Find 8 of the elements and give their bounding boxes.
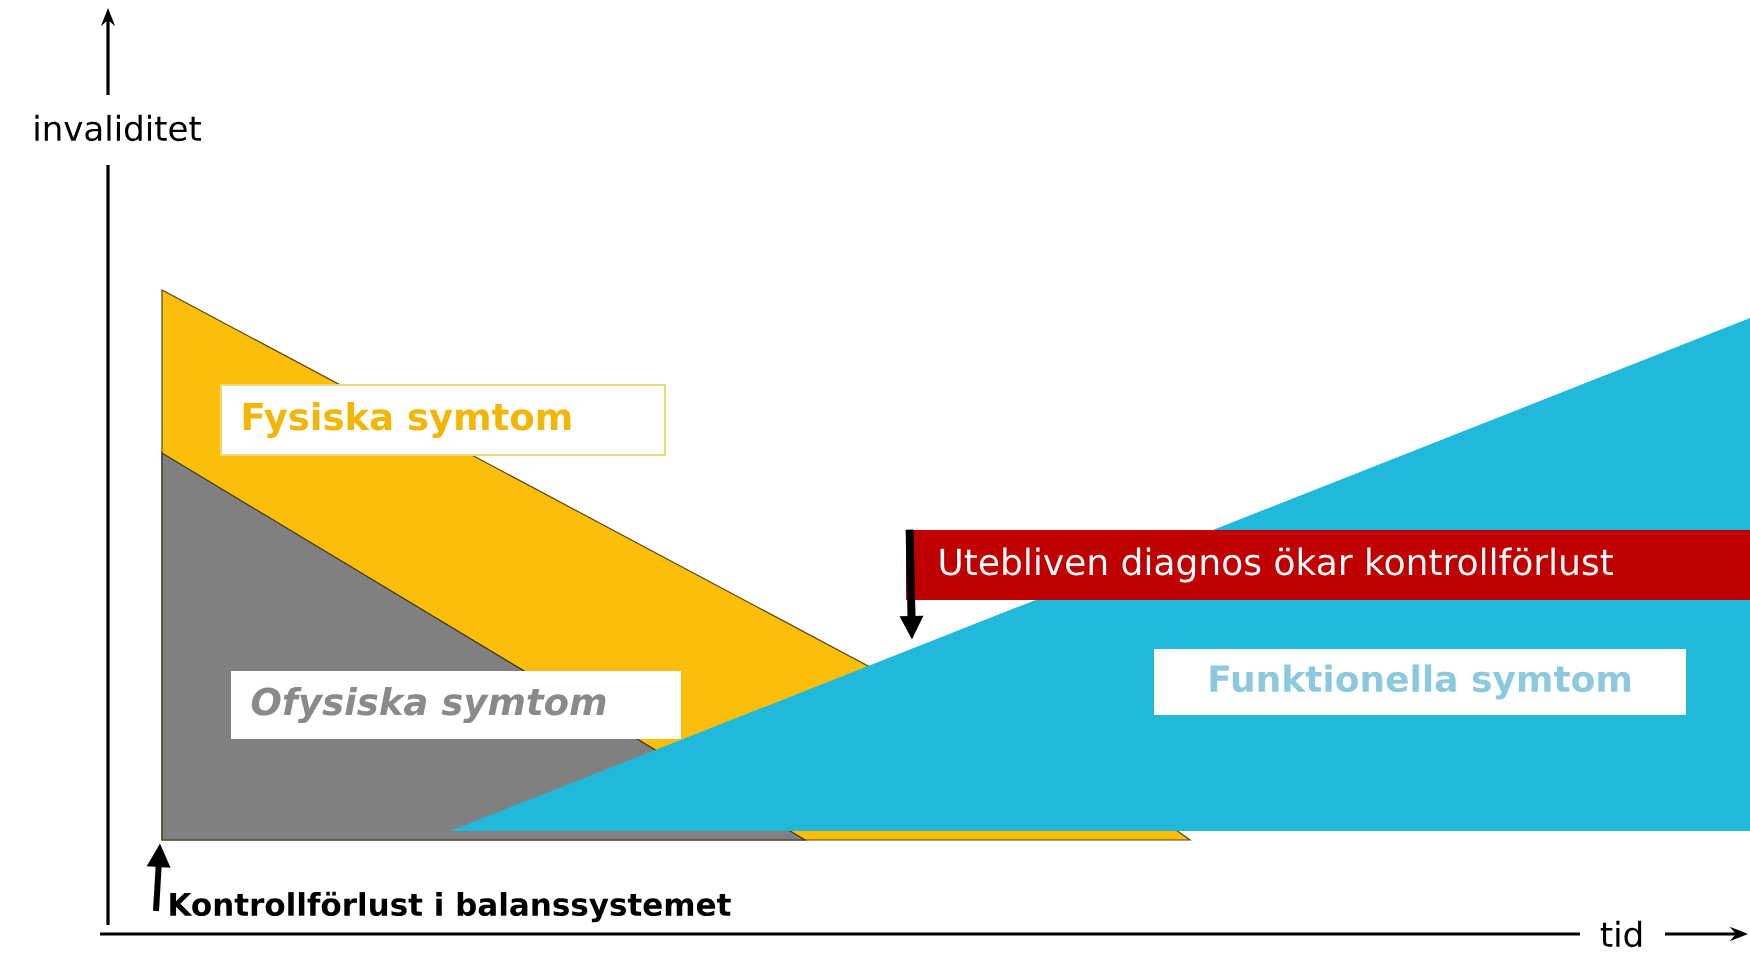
banner: Utebliven diagnos ökar kontrollförlust [906,530,1750,600]
label-box: Ofysiska symtom [231,671,681,739]
label-box: Funktionella symtom [1154,649,1686,715]
node-label: Ofysiska symtom [251,686,606,724]
axis-label: tid [1600,920,1642,948]
label-box: Fysiska symtom [220,384,666,456]
caption-text: Kontrollförlust i balanssystemet [170,891,731,923]
axis-label: invaliditet [35,114,201,142]
